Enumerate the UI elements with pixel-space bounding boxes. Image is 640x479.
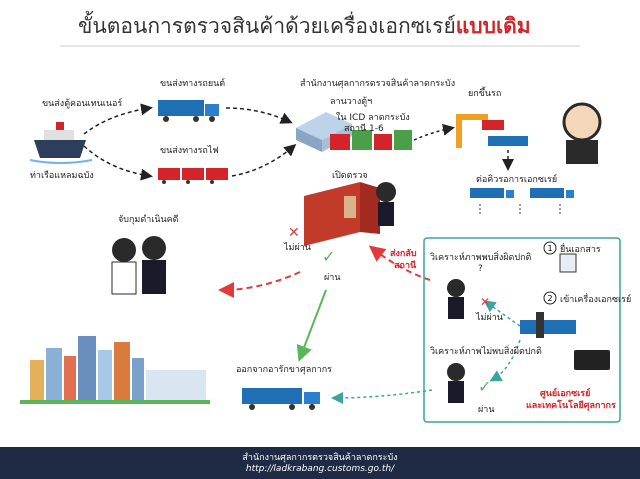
label-pass-2: ผ่าน xyxy=(478,405,495,415)
container-yard-icon xyxy=(330,130,412,150)
arrow-pass-to-exit xyxy=(296,289,327,362)
arrow-xray-to-found xyxy=(483,300,521,327)
label-question: ? xyxy=(478,264,483,274)
label-icd-2: สถานี 1-6 xyxy=(344,124,384,134)
fail2-x-icon: ✕ xyxy=(480,295,490,309)
arrow-ship-to-truck xyxy=(83,103,153,135)
step1-badge xyxy=(543,241,557,255)
label-submit-docs: ยื่นเอกสาร xyxy=(560,245,601,255)
label-exit: ออกจากอารักขาศุลกากร xyxy=(236,365,332,375)
container-ship-icon xyxy=(29,122,93,164)
label-queue: ต่อคิวรอการเอกซเรย์ xyxy=(476,175,558,185)
analyst-found-icon xyxy=(447,279,465,319)
label-return-1: ส่งกลับ xyxy=(390,249,417,259)
crane-icon xyxy=(456,114,528,148)
label-container-ship: ขนส่งตู้คอนเทนเนอร์ xyxy=(42,99,123,109)
arrow-notfound-to-exit xyxy=(331,389,433,404)
arrow-train-to-office xyxy=(231,144,297,177)
pass-check-icon: ✓ xyxy=(322,247,335,266)
blue-truck-icon xyxy=(158,100,219,122)
label-xray-center-1: ศูนย์เอกซเรย์ xyxy=(540,389,591,399)
footer-bar: สำนักงานศุลกากรตรวจสินค้าลาดกระบัง http:… xyxy=(0,447,640,479)
label-icd-1: ใน ICD ลาดกระบัง xyxy=(336,113,410,123)
label-truck: ขนส่งทางรถยนต์ xyxy=(160,79,226,89)
arrow-fail-to-arrest xyxy=(218,271,301,298)
label-lift: ยกขึ้นรถ xyxy=(468,89,502,99)
label-open-inspect: เปิดตรวจ xyxy=(332,171,368,181)
xray-center-box xyxy=(423,237,621,423)
officer-character-icon xyxy=(376,182,396,226)
svg-text:1: 1 xyxy=(547,244,552,253)
label-arrest: จับกุมดำเนินคดี xyxy=(118,215,179,225)
queue-trucks-icon xyxy=(470,188,574,216)
label-pass-1: ผ่าน xyxy=(324,273,341,283)
city-skyline-icon xyxy=(20,336,210,404)
label-analyze-not-found: วิเคราะห์ภาพไม่พบสิ่งผิดปกติ xyxy=(430,347,542,357)
page-title: ขั้นตอนการตรวจสินค้าด้วยเครื่องเอกซเรย์แ… xyxy=(78,14,531,38)
pass2-check-icon: ✓ xyxy=(478,377,491,396)
exit-truck-icon xyxy=(242,388,320,410)
analyst-not-found-icon xyxy=(447,363,465,403)
arrow-yard-to-crane xyxy=(413,123,455,141)
document-icon xyxy=(559,253,577,273)
label-analyze-found: วิเคราะห์ภาพพบสิ่งผิดปกติ xyxy=(430,253,532,263)
label-port: ท่าเรือแหลมฉบัง xyxy=(30,171,94,181)
svg-text:2: 2 xyxy=(547,294,552,303)
xray-machine-icon xyxy=(520,312,610,370)
arrow-ship-to-train xyxy=(83,145,153,181)
label-fail-1: ไม่ผ่าน xyxy=(284,243,311,253)
arrow-truck-to-office xyxy=(225,107,293,124)
step2-badge xyxy=(543,291,557,305)
label-fail-2: ไม่ผ่าน xyxy=(476,313,503,323)
fail-x-icon: ✕ xyxy=(288,225,300,241)
footer-url[interactable]: http://ladkrabang.customs.go.th/ xyxy=(245,464,395,474)
label-yard: ลานวางตู้ฯ xyxy=(330,97,373,107)
footer-org: สำนักงานศุลกากรตรวจสินค้าลาดกระบัง xyxy=(242,453,398,463)
label-train: ขนส่งทางรถไฟ xyxy=(160,146,219,156)
officer-big-face-icon xyxy=(562,102,602,164)
red-train-icon xyxy=(158,168,228,184)
label-return-2: สถานี xyxy=(394,261,417,271)
label-xray-center-2: และเทคโนโลยีศุลกากร xyxy=(526,401,616,411)
label-enter-xray: เข้าเครื่องเอกซเรย์ xyxy=(560,295,632,305)
opened-container-icon xyxy=(304,182,380,246)
arrested-people-icon xyxy=(111,236,166,295)
label-office: สำนักงานศุลกากรตรวจสินค้าลาดกระบัง xyxy=(300,79,456,89)
